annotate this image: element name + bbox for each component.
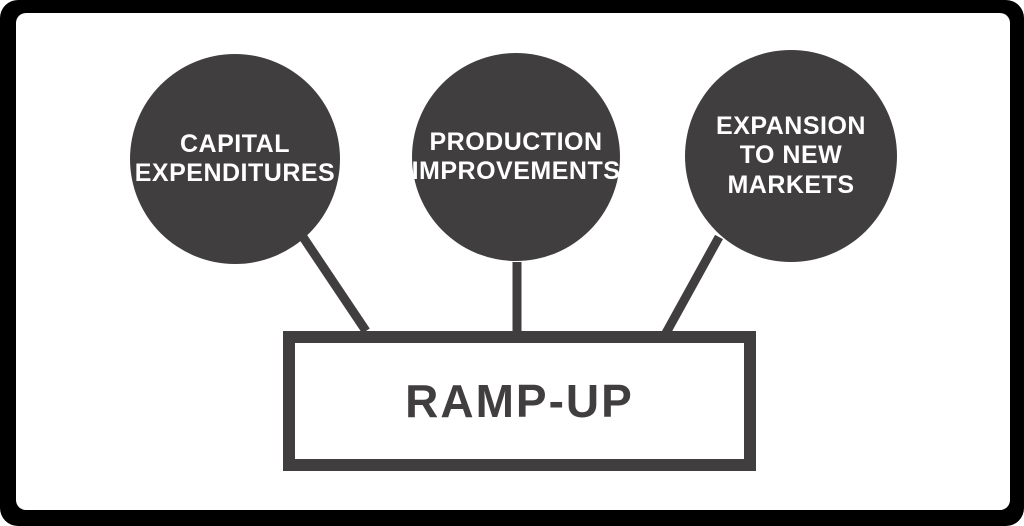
connector-right	[662, 234, 723, 336]
node-ramp-up: RAMP-UP	[283, 331, 756, 471]
node-production-improvements: PRODUCTION IMPROVEMENTS	[412, 53, 620, 261]
node-expansion-to-new-markets-label: EXPANSION TO NEW MARKETS	[716, 111, 866, 199]
node-capital-expenditures-label: CAPITAL EXPENDITURES	[134, 129, 336, 188]
node-capital-expenditures: CAPITAL EXPENDITURES	[130, 54, 340, 264]
connector-left	[299, 234, 370, 334]
node-expansion-to-new-markets: EXPANSION TO NEW MARKETS	[685, 50, 897, 262]
node-production-improvements-label: PRODUCTION IMPROVEMENTS	[411, 127, 621, 186]
node-ramp-up-label: RAMP-UP	[405, 375, 634, 427]
